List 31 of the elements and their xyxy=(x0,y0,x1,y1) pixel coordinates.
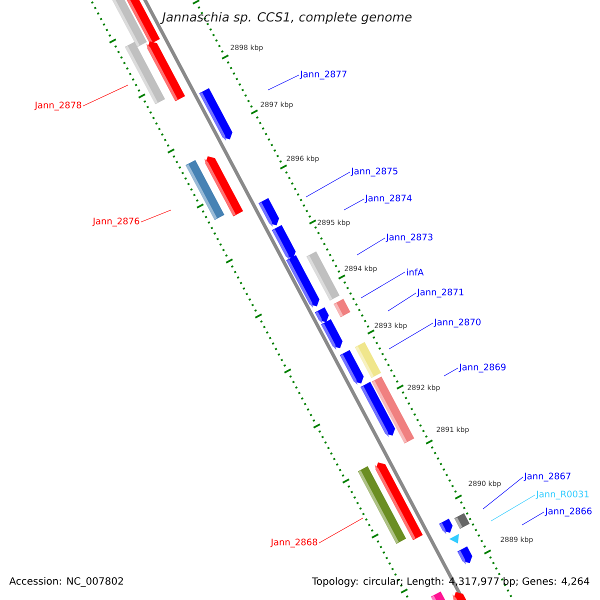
gene-label: Jann_2874 xyxy=(364,194,412,204)
genome-info-text: Topology: circular; Length: 4,317,977 bp; Genes: 4,264 xyxy=(312,577,590,587)
leader-line xyxy=(318,518,364,544)
leader-line xyxy=(306,172,350,198)
gene-label: Jann_2877 xyxy=(300,70,346,80)
gene-label: Jann_2873 xyxy=(386,234,432,242)
leader-line xyxy=(344,198,364,210)
gene-label: Jann_2876 xyxy=(92,218,140,226)
gene-label: Jann_2870 xyxy=(434,318,481,328)
gene-label: Jann_2875 xyxy=(350,168,398,176)
leader-line xyxy=(388,292,416,312)
gene-label: Jann_2868 xyxy=(270,538,318,548)
leader-line xyxy=(444,368,458,376)
gene-label: Jann_2867 xyxy=(524,472,570,482)
gene-label: Jann_2878 xyxy=(34,102,82,110)
leader-line xyxy=(268,74,300,90)
accession-text: Accession: NC_007802 xyxy=(9,577,123,587)
leader-line xyxy=(82,84,128,106)
leader-line xyxy=(522,512,544,526)
gene-label: Jann_2871 xyxy=(416,288,464,298)
leader-line xyxy=(388,322,434,350)
title: Jannaschia sp. CCS1, complete genome xyxy=(160,12,412,24)
gene-label: Jann_2866 xyxy=(544,508,592,516)
leader-line xyxy=(490,494,536,522)
leader-line xyxy=(140,210,172,222)
leader-line xyxy=(356,238,386,256)
gene-label: Jann_R0031 xyxy=(536,490,589,500)
gene-label: infA xyxy=(407,268,424,276)
leader-line xyxy=(360,272,406,298)
leader-line xyxy=(482,476,524,510)
gene-label: Jann_2869 xyxy=(458,364,506,372)
